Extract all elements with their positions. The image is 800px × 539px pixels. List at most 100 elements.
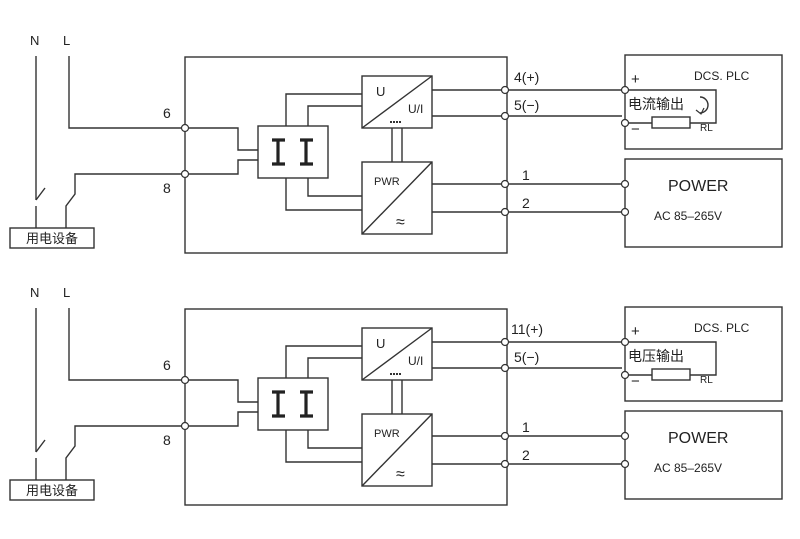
minus-sign: − xyxy=(631,373,640,390)
transformer-core-left xyxy=(272,390,285,418)
pwr-label: PWR xyxy=(374,428,400,440)
transformer-core-left xyxy=(272,138,285,166)
output-wires-inner xyxy=(432,89,501,117)
line-label: L xyxy=(63,33,70,48)
converter-pwr-link xyxy=(391,128,403,162)
dcs-terminal-neg xyxy=(620,370,630,380)
terminal-pwr-1 xyxy=(500,431,510,441)
load-resistor xyxy=(651,116,691,129)
rl-label: RL xyxy=(700,123,713,134)
dcs-terminal-pos xyxy=(620,85,630,95)
input-wire-bottom xyxy=(189,159,258,175)
diagram-current-output: N L 用电设备 6 8 U xyxy=(9,33,783,254)
pwr-2-label: 2 xyxy=(522,195,530,211)
transformer-core-right xyxy=(300,138,313,166)
terminal-out-neg xyxy=(500,111,510,121)
dcs-terminal-neg xyxy=(620,118,630,128)
power-terminal-2 xyxy=(620,459,630,469)
out-pos-label: 4(+) xyxy=(514,69,539,85)
power-label: POWER xyxy=(668,178,728,195)
plus-sign: + xyxy=(631,323,640,340)
converter-ui-label: U/I xyxy=(408,102,423,116)
ac-voltage-label: AC 85–265V xyxy=(654,461,722,475)
terminal-6-label: 6 xyxy=(163,105,171,121)
terminal-6-label: 6 xyxy=(163,357,171,373)
pwr-label: PWR xyxy=(374,176,400,188)
input-wire-top xyxy=(189,127,258,151)
power-supply-box xyxy=(624,410,783,500)
pwr-ac-symbol: ≈ xyxy=(396,214,405,231)
pwr-wire-1 xyxy=(285,430,362,463)
power-wires-inner xyxy=(432,435,501,465)
power-terminal-2 xyxy=(620,207,630,217)
output-type-label: 电流输出 xyxy=(628,96,684,112)
isolation-transformer xyxy=(257,125,329,179)
pwr-diagonal xyxy=(361,161,433,235)
rl-label: RL xyxy=(700,375,713,386)
terminal-8 xyxy=(180,421,190,431)
pwr-diagonal xyxy=(361,413,433,487)
module-frame xyxy=(184,308,508,506)
pwr-wire-1 xyxy=(285,178,362,211)
diagram-voltage-output: N L 用电设备 6 8 U U/I PWR ≈ xyxy=(9,285,783,506)
dcs-loop-wire xyxy=(629,89,717,124)
equipment-box xyxy=(9,227,95,249)
terminal-8 xyxy=(180,169,190,179)
minus-sign: − xyxy=(631,121,640,138)
neutral-label: N xyxy=(30,33,39,48)
dcs-plc-label: DCS. PLC xyxy=(694,69,750,83)
pwr-2-label: 2 xyxy=(522,447,530,463)
switch-wire xyxy=(65,425,183,480)
terminal-6 xyxy=(180,375,190,385)
sig-wire-1 xyxy=(285,93,362,126)
ac-voltage-label: AC 85–265V xyxy=(654,209,722,223)
power-wires-inner xyxy=(432,183,501,213)
equipment-label: 用电设备 xyxy=(26,483,78,498)
dcs-plc-box xyxy=(624,54,783,150)
pwr-1-label: 1 xyxy=(522,167,530,183)
pwr-wire-2 xyxy=(307,430,362,449)
ui-converter-diagonal xyxy=(361,75,433,129)
converter-u-label: U xyxy=(376,336,385,351)
line-wire xyxy=(68,308,183,381)
isolation-transformer xyxy=(257,377,329,431)
switch-wire xyxy=(65,173,183,228)
terminal-out-neg xyxy=(500,363,510,373)
terminal-6 xyxy=(180,123,190,133)
ui-converter-diagonal xyxy=(361,327,433,381)
terminal-out-pos xyxy=(500,337,510,347)
out-neg-label: 5(−) xyxy=(514,97,539,113)
equipment-box xyxy=(9,479,95,501)
output-type-label: 电压输出 xyxy=(628,348,684,364)
line-label: L xyxy=(63,285,70,300)
power-supply-box xyxy=(624,158,783,248)
neutral-label: N xyxy=(30,285,39,300)
sig-wire-1 xyxy=(285,345,362,378)
equipment-label: 用电设备 xyxy=(26,231,78,246)
pwr-1-label: 1 xyxy=(522,419,530,435)
terminal-8-label: 8 xyxy=(163,432,171,448)
terminal-out-pos xyxy=(500,85,510,95)
current-loop-arrowhead xyxy=(695,107,705,115)
line-wire xyxy=(68,56,183,129)
dcs-terminal-pos xyxy=(620,337,630,347)
terminal-pwr-2 xyxy=(500,459,510,469)
sig-wire-2 xyxy=(307,357,362,378)
current-loop-arrow xyxy=(699,96,709,114)
input-wire-top xyxy=(189,379,258,403)
dcs-plc-label: DCS. PLC xyxy=(694,321,750,335)
output-wires-inner xyxy=(432,341,501,369)
converter-u-label: U xyxy=(376,84,385,99)
pwr-wire-2 xyxy=(307,178,362,197)
input-wire-bottom xyxy=(189,411,258,427)
sig-wire-2 xyxy=(307,105,362,126)
converter-pwr-link xyxy=(391,380,403,414)
terminal-pwr-1 xyxy=(500,179,510,189)
converter-ui-label: U/I xyxy=(408,354,423,368)
terminal-8-label: 8 xyxy=(163,180,171,196)
power-terminal-1 xyxy=(620,179,630,189)
out-pos-label: 11(+) xyxy=(511,321,543,337)
module-frame xyxy=(184,56,508,254)
